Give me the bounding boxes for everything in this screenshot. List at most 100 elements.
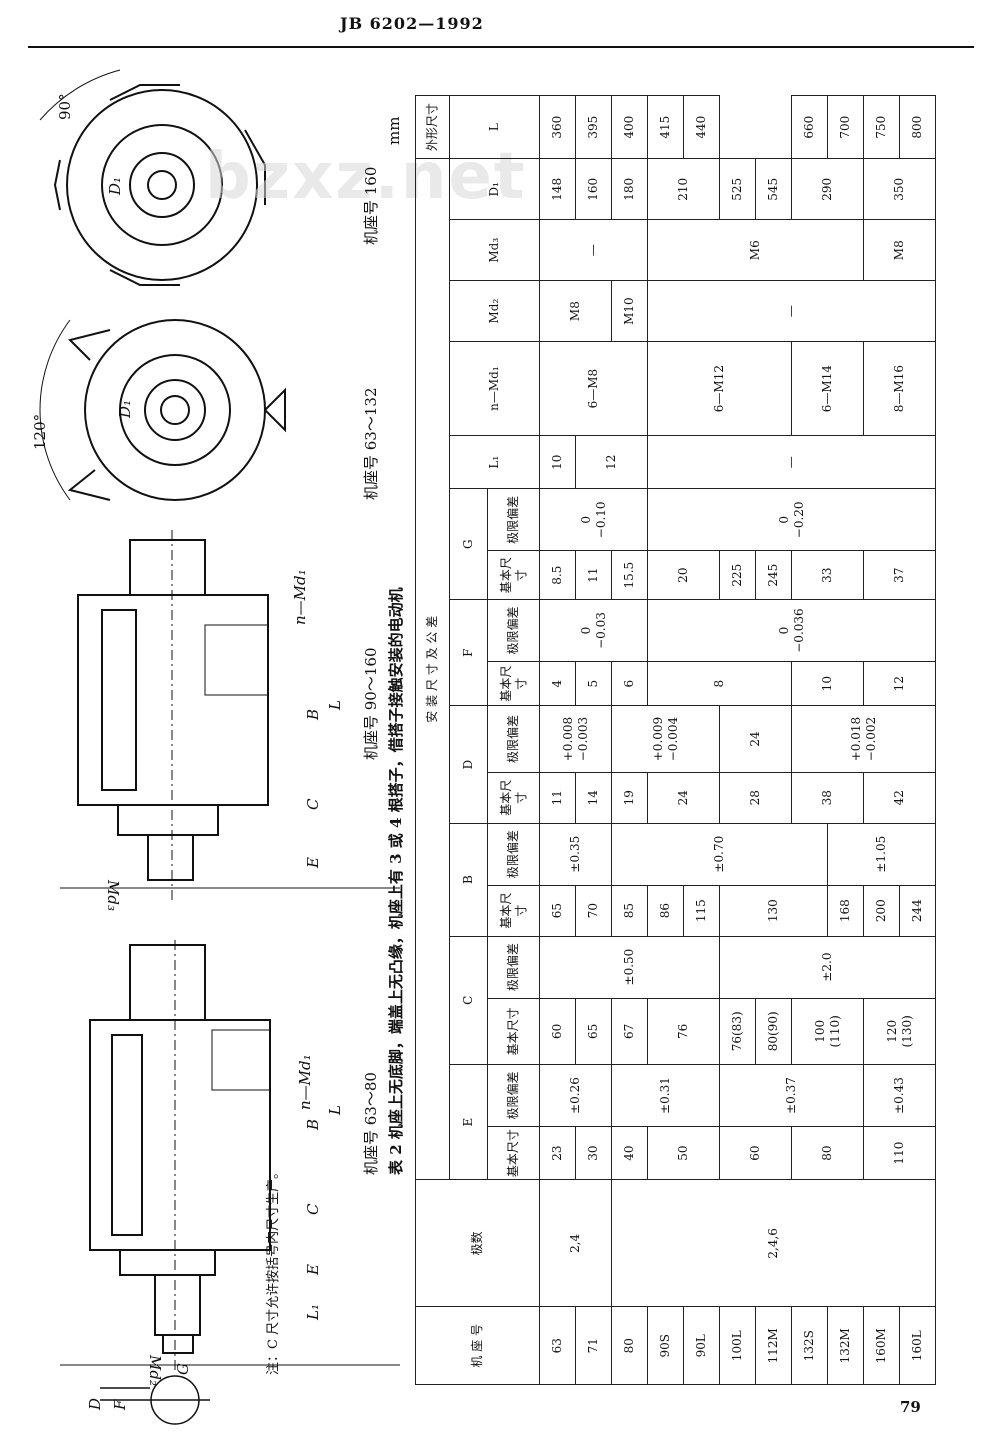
d-basic-28: 28 [719, 772, 792, 824]
g-tol-2: 0 −0.20 [647, 488, 936, 551]
label-F: F [111, 1399, 129, 1411]
caption-fig3: 机座号 63～132 [362, 387, 380, 501]
nmd1-6m12: 6—M12 [647, 341, 792, 436]
md2-m8: M8 [539, 280, 612, 342]
f-basic-4: 4 [539, 661, 576, 706]
e-tol-043: ±0.43 [863, 1064, 936, 1127]
label-Md3: Md₃ [104, 879, 122, 911]
label-L-1: L [326, 1105, 344, 1116]
hdr-E: E [449, 1064, 488, 1180]
b-basic-244: 244 [899, 885, 936, 937]
label-B2: B [304, 709, 322, 721]
md2-m10: M10 [611, 280, 648, 342]
frame-132m: 132M [827, 1307, 864, 1385]
c-basic-60: 60 [539, 998, 576, 1065]
e-basic-50: 50 [647, 1126, 720, 1180]
c-tol-050: ±0.50 [539, 936, 720, 999]
e-basic-30: 30 [575, 1126, 612, 1180]
l-660: 660 [791, 95, 828, 159]
e-tol-026: ±0.26 [539, 1064, 612, 1127]
d-tol-3: +0.018 −0.002 [791, 705, 936, 773]
g-basic-33: 33 [791, 550, 864, 600]
label-B1: B [304, 1119, 322, 1131]
label-G: G [174, 1363, 192, 1375]
l-395: 395 [575, 95, 612, 159]
hdr-Md2: Md₂ [449, 280, 540, 342]
hdr-G: G [449, 488, 488, 600]
nmd1-6m8: 6—M8 [539, 341, 648, 436]
d-basic-24: 24 [647, 772, 720, 824]
caption-fig1: 机座号 63～80 [362, 1072, 380, 1175]
g-basic-20: 20 [647, 550, 720, 600]
frame-63: 63 [539, 1307, 576, 1385]
f-tol-2: 0 −0.036 [647, 599, 936, 662]
hdr-L1: L₁ [449, 435, 540, 489]
motor-side-view-63-80 [60, 940, 400, 1370]
l-545: 545 [755, 158, 792, 220]
label-D: D [86, 1398, 104, 1411]
f-basic-8: 8 [647, 661, 792, 706]
label-L1: L₁ [304, 1304, 322, 1321]
header-rule [28, 46, 974, 48]
d1-210: 210 [647, 158, 720, 220]
table-note: 注：C 尺寸允许按括号内尺寸生产。 [266, 1165, 281, 1375]
page-number: 79 [900, 1398, 921, 1416]
standard-number: JB 6202—1992 [340, 14, 484, 33]
hdr-B-basic: 基本尺寸 [487, 885, 540, 937]
frame-90s: 90S [647, 1307, 684, 1385]
frame-71: 71 [575, 1307, 612, 1385]
hdr-frame: 机 座 号 [415, 1307, 540, 1385]
page-header: JB 6202—1992 [0, 0, 1000, 50]
md3-m6: M6 [647, 219, 864, 281]
e-tol-031: ±0.31 [611, 1064, 720, 1127]
label-D1-a: D₁ [116, 400, 134, 419]
b-basic-130: 130 [719, 885, 828, 937]
e-basic-40: 40 [611, 1126, 648, 1180]
shaft-section [100, 1375, 210, 1425]
poles-2-4-6: 2,4,6 [611, 1179, 936, 1307]
g-basic-85: 8.5 [539, 550, 576, 600]
dimension-table: 机 座 号 极数 安 装 尺 寸 及 公 差 外形尺寸 E C B D F G … [415, 95, 936, 1385]
c-basic-67: 67 [611, 998, 648, 1065]
hdr-C: C [449, 936, 488, 1065]
end-view-3-lugs [39, 319, 286, 501]
g-basic-37: 37 [863, 550, 936, 600]
hdr-E-tol: 极限偏差 [487, 1064, 540, 1127]
caption-fig2: 机座号 90～160 [362, 647, 380, 761]
b-basic-200: 200 [863, 885, 900, 937]
f-tol-1: 0 −0.03 [539, 599, 648, 662]
watermark: bzxz.net [205, 140, 527, 214]
nmd1-6m14: 6—M14 [791, 341, 864, 436]
b-tol-035: ±0.35 [539, 823, 612, 886]
rotated-table-area: 机座号 63～80 机座号 90～160 机座号 63～132 机座号 160 … [362, 95, 936, 1385]
hdr-install: 安 装 尺 寸 及 公 差 [415, 158, 450, 1180]
d1-290: 290 [791, 158, 864, 220]
d1-148: 148 [539, 158, 576, 220]
l-525: 525 [719, 158, 756, 220]
l1-12: 12 [575, 435, 648, 489]
label-nMd1-2: n—Md₁ [291, 569, 309, 625]
motor-side-view-90-160 [60, 530, 400, 900]
hdr-nMd1: n—Md₁ [449, 341, 540, 436]
md2-dash: — [647, 280, 936, 342]
nmd1-8m16: 8—M16 [863, 341, 936, 436]
b-basic-86: 86 [647, 885, 684, 937]
l1-10: 10 [539, 435, 576, 489]
l-415: 415 [647, 95, 684, 159]
e-basic-80: 80 [791, 1126, 864, 1180]
d-basic-42: 42 [863, 772, 936, 824]
hdr-C-tol: 极限偏差 [487, 936, 540, 999]
c-basic-100: 100 (110) [791, 998, 864, 1065]
l-360: 360 [539, 95, 576, 159]
poles-2-4: 2,4 [539, 1179, 612, 1307]
b-basic-70: 70 [575, 885, 612, 937]
label-nMd1-1: n—Md₁ [296, 1054, 314, 1110]
hdr-B: B [449, 823, 488, 937]
md3-m8: M8 [863, 219, 936, 281]
label-L-2: L [326, 700, 344, 711]
e-tol-037: ±0.37 [719, 1064, 864, 1127]
hdr-C-basic: 基本尺寸 [487, 998, 540, 1065]
frame-160l: 160L [899, 1307, 936, 1385]
hdr-F-tol: 极限偏差 [487, 599, 540, 662]
d-basic-11: 11 [539, 772, 576, 824]
